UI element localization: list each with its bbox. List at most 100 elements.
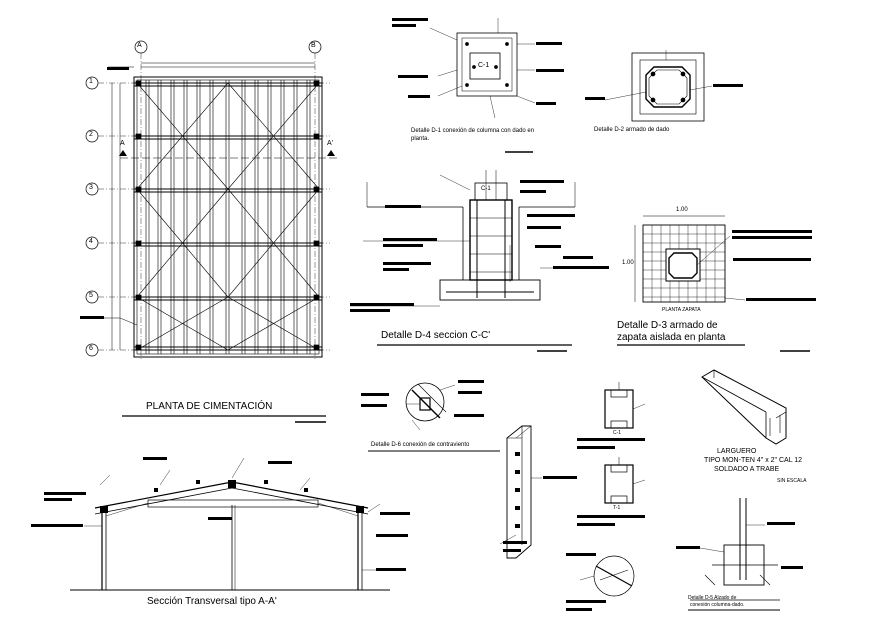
annotation-bar <box>563 256 593 259</box>
annotation-bar <box>398 75 428 78</box>
d3-dimension-horizontal: 1.00 <box>676 207 688 213</box>
annotation-bar <box>767 522 795 525</box>
annotation-bar <box>392 18 428 21</box>
base-detail <box>579 555 635 597</box>
annotation-bar <box>80 316 104 319</box>
annotation-bar <box>577 515 645 518</box>
annotation-bar <box>458 380 484 383</box>
column-section-c1-label: C-1 <box>613 430 622 436</box>
purlin-title: LARGUERO <box>717 448 757 455</box>
column-section-t1-label: T-1 <box>613 505 621 511</box>
annotation-bar <box>383 268 409 271</box>
annotation-bar <box>543 476 577 479</box>
annotation-bar <box>713 84 743 87</box>
annotation-bar <box>458 391 482 394</box>
annotation-bar <box>585 97 605 100</box>
annotation-bar <box>566 608 592 611</box>
annotation-bar <box>350 303 414 306</box>
purlin-isometric <box>701 369 787 445</box>
detail-d4 <box>350 170 576 352</box>
annotation-bar <box>536 69 564 72</box>
section-mark-a: A <box>120 140 125 147</box>
purlin-type: TIPO MON-TEN 4" x 2" CAL 12 <box>704 457 803 464</box>
axis-label-4: 4 <box>89 238 93 245</box>
annotation-bar <box>527 226 561 229</box>
annotation-bar <box>454 414 484 417</box>
d1-column-tag: C-1 <box>478 62 490 69</box>
d3-subtitle: PLANTA ZAPATA <box>662 307 701 313</box>
axis-label-1: 1 <box>89 78 93 85</box>
annotation-bar <box>577 438 645 441</box>
annotation-bar <box>383 238 437 241</box>
d5-caption-line1: Detalle D-5 Alzado de <box>688 595 737 601</box>
annotation-bar <box>676 546 700 549</box>
annotation-bar <box>376 568 406 571</box>
axis-label-a: A <box>137 42 142 49</box>
axis-label-2: 2 <box>89 131 93 138</box>
d4-column-tag: C-1 <box>481 186 491 192</box>
annotation-bar <box>746 298 816 301</box>
axis-label-3: 3 <box>89 184 93 191</box>
annotation-bar <box>577 446 615 449</box>
annotation-bar <box>385 205 421 208</box>
annotation-bar <box>392 24 416 27</box>
annotation-bar <box>208 517 232 520</box>
annotation-bar <box>577 523 615 526</box>
annotation-bar <box>383 262 431 265</box>
d4-caption: Detalle D-4 seccion C-C' <box>381 330 491 341</box>
annotation-bar <box>553 266 609 269</box>
d2-caption: Detalle D-2 armado de dado <box>594 127 670 133</box>
annotation-bar <box>520 180 564 183</box>
annotation-bar <box>380 512 410 515</box>
annotation-bar <box>536 102 556 105</box>
detail-d2 <box>604 50 713 122</box>
annotation-bar <box>383 244 423 247</box>
detail-d1 <box>429 18 536 153</box>
d5-caption-line2: conexión columna-dado. <box>690 602 745 608</box>
annotation-bar <box>31 524 83 527</box>
annotation-bar <box>520 190 546 193</box>
annotation-bar <box>143 457 167 460</box>
annotation-bar <box>408 95 430 98</box>
section-title: Sección Transversal tipo A-A' <box>147 596 277 607</box>
d3-dimension-vertical: 1.00 <box>622 260 634 266</box>
column-elevation <box>499 425 542 559</box>
detail-d6 <box>368 382 500 452</box>
column-sections <box>604 382 646 504</box>
annotation-bar <box>503 549 521 552</box>
annotation-bar <box>781 566 803 569</box>
annotation-bar <box>107 67 129 70</box>
axis-label-6: 6 <box>89 345 93 352</box>
annotation-bar <box>733 258 811 261</box>
annotation-bar <box>732 236 812 239</box>
d1-caption: Detalle D-1 conexión de columna con dado… <box>411 128 535 142</box>
d6-caption: Detalle D-6 conexión de contraviento <box>371 442 470 448</box>
annotation-bar <box>44 498 72 501</box>
plan-title: PLANTA DE CIMENTACIÓN <box>146 401 273 412</box>
purlin-welded: SOLDADO A TRABE <box>714 466 780 473</box>
foundation-plan <box>85 40 338 423</box>
annotation-bar <box>503 541 527 544</box>
transverse-section <box>70 457 390 591</box>
detail-d5 <box>688 498 780 611</box>
annotation-bar <box>268 461 292 464</box>
annotation-bar <box>361 393 389 396</box>
section-mark-a-prime: A' <box>327 140 334 147</box>
annotation-bar <box>361 404 387 407</box>
annotation-bar <box>44 492 86 495</box>
annotation-bar <box>535 245 561 248</box>
annotation-bar <box>527 214 575 217</box>
annotation-bar <box>732 230 812 233</box>
annotation-bar <box>350 309 390 312</box>
d3-caption: Detalle D-3 armado de zapata aislada en … <box>617 320 726 343</box>
axis-label-5: 5 <box>89 292 93 299</box>
annotation-bar <box>376 534 408 537</box>
detail-d3 <box>617 215 810 352</box>
annotation-bar <box>566 600 606 603</box>
scale-note: SIN ESCALA <box>777 478 807 484</box>
annotation-bar <box>536 42 562 45</box>
axis-label-b: B <box>311 42 316 49</box>
annotation-bar <box>566 553 596 556</box>
